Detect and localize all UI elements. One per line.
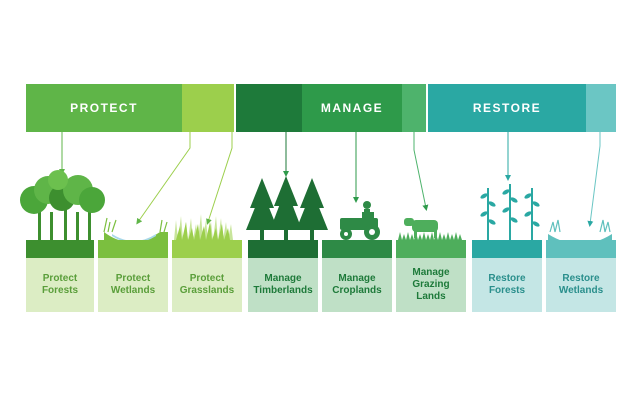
restore-band-accent — [586, 84, 616, 132]
card-protect-wetlands: Protect Wetlands — [98, 240, 168, 312]
card-ground — [248, 240, 318, 258]
card-ground — [546, 240, 616, 258]
saplings-icon — [480, 184, 540, 240]
card-label: Manage Grazing Lands — [412, 267, 450, 302]
card-ground — [472, 240, 542, 258]
card-label: Protect Wetlands — [110, 273, 156, 296]
card-label: Manage Timberlands — [253, 273, 313, 296]
card-label: Manage Croplands — [332, 273, 382, 296]
card-restore-forests: Restore Forests — [472, 240, 542, 312]
timberland-icon — [246, 176, 328, 240]
forest-icon — [20, 170, 105, 240]
card-protect-grasslands: Protect Grasslands — [172, 240, 242, 312]
card-ground — [172, 240, 242, 258]
card-protect-forests: Protect Forests — [26, 240, 94, 312]
card-manage-croplands: Manage Croplands — [322, 240, 392, 312]
protect-band-accent — [182, 84, 234, 132]
card-manage-grazing-lands: Manage Grazing Lands — [396, 240, 466, 312]
card-label: Restore Wetlands — [558, 273, 604, 296]
cow-icon — [398, 218, 462, 240]
manage-band-accent — [402, 84, 426, 132]
card-ground — [396, 240, 466, 258]
protect-label: PROTECT — [70, 101, 138, 115]
manage-band: MANAGE — [302, 84, 402, 132]
card-ground — [98, 240, 168, 258]
arrow-manage-grazing — [413, 132, 429, 211]
card-ground — [322, 240, 392, 258]
restore-label: RESTORE — [472, 101, 542, 115]
manage-band-dark — [236, 84, 302, 132]
card-label: Protect Forests — [41, 273, 79, 296]
arrow-restore-wetlands — [587, 132, 601, 227]
card-label: Restore Forests — [488, 273, 526, 296]
restore-band: RESTORE — [428, 84, 586, 132]
manage-label: MANAGE — [320, 101, 384, 115]
arrow-protect-wetlands — [136, 132, 191, 225]
card-label: Protect Grasslands — [179, 273, 235, 296]
protect-band: PROTECT — [26, 84, 182, 132]
tractor-icon — [340, 201, 380, 240]
grassland-icon — [174, 214, 233, 240]
card-ground — [26, 240, 94, 258]
arrow-protect-grasslands — [206, 132, 233, 225]
card-restore-wetlands: Restore Wetlands — [546, 240, 616, 312]
card-manage-timberlands: Manage Timberlands — [248, 240, 318, 312]
